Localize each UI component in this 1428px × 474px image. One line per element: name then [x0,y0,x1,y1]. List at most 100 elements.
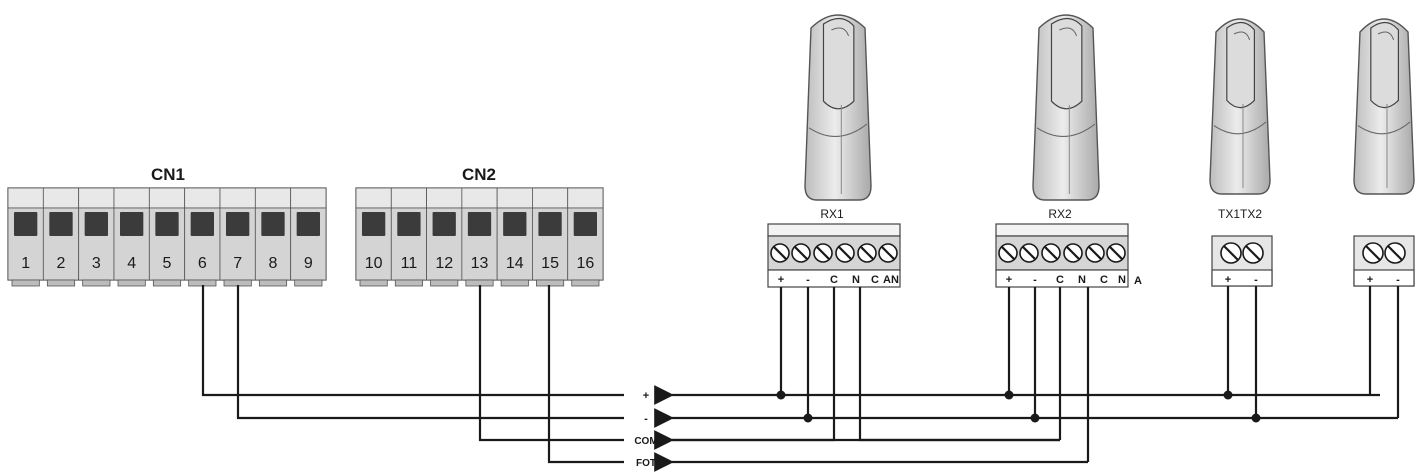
screw-terminal [791,243,811,263]
junction-dot [803,413,813,423]
screw-terminal [1085,243,1105,263]
bus-fot-label: FOT [636,458,656,469]
tx2-pin-label: - [1396,274,1400,286]
cn1-terminal-number: 9 [304,255,313,272]
cn2-terminals: 10 11 12 13 14 15 16 [355,187,604,287]
screw-terminal [998,243,1018,263]
cn2-label: CN2 [462,165,496,184]
rx1-pin-label: C [871,274,879,286]
cn1-terminal-number: 6 [198,255,207,272]
screw-terminal [1106,243,1126,263]
tx2-pin-labels: +- [1367,274,1400,286]
junction-dots [776,390,1261,423]
cn1-terminal: 5 [148,187,186,287]
tx1-pin-label: + [1225,274,1231,286]
screw-terminal [835,243,855,263]
cn2-terminal-number: 12 [435,255,453,272]
cn1-terminal-number: 4 [127,255,136,272]
rx2-screws [998,243,1126,263]
junction-dot [1223,390,1233,400]
cn1-terminal-number: 3 [92,255,101,272]
cn1-terminal-number: 5 [163,255,172,272]
junction-dot [776,390,786,400]
junction-dot [1251,413,1261,423]
cn2-terminal: 15 [532,187,569,287]
cn2-terminal: 14 [496,187,533,287]
screw-terminal [1362,242,1384,264]
cn2-terminal: 11 [390,187,427,287]
cn1-terminal: 7 [219,187,256,287]
rx2-pin-label: C [1056,274,1064,286]
wire-cn2-15 [547,285,624,464]
rx2-pin-label: N [1078,274,1086,286]
rx2-pin-label: - [1033,274,1037,286]
wire-cn1-7 [236,285,624,420]
cn1-terminal-number: 2 [57,255,66,272]
rx2-pin-label: C [1100,274,1108,286]
tx-label: TX1TX2 [1218,207,1262,221]
tx1-terminal-board: +- [1211,235,1273,287]
cn2-terminal: 16 [567,187,604,287]
tx2-pin-label: + [1367,274,1373,286]
tx1-pin-label: - [1254,274,1258,286]
cn2-terminal-number: 14 [506,255,524,272]
screw-terminal [1019,243,1039,263]
screw-terminal [857,243,877,263]
cn2-block: CN2 10 11 12 13 14 15 16 [355,165,604,287]
cn1-terminal: 9 [290,187,327,287]
rx1-pin-label: - [806,274,810,286]
screw-terminal [1063,243,1083,263]
rx1-screws [770,243,898,263]
wire-cn2-13 [478,285,624,442]
cn1-terminal: 2 [42,187,80,287]
cn1-terminal: 3 [78,187,115,287]
screw-terminal [1041,243,1061,263]
cn1-terminal: 4 [113,187,150,287]
photocell-sensors [804,14,1415,201]
screw-terminal [813,243,833,263]
rx1-pin-label: AN [883,274,899,286]
tx1-pin-labels: +- [1225,274,1258,286]
bus-plus-label: + [643,390,649,402]
rx1-pin-label: + [778,274,784,286]
wiring: + - COM FOT [201,285,1400,472]
tx1-screws [1220,242,1264,264]
cn1-terminal-number: 7 [233,255,242,272]
cn2-terminal-number: 10 [365,255,383,272]
cn1-terminal-number: 1 [21,255,30,272]
rx1-label: RX1 [820,207,844,221]
wire-rx1-n [858,287,1060,442]
tx2-screws [1362,242,1406,264]
screw-terminal [1242,242,1264,264]
wire-rx1-c [672,287,836,442]
cn2-terminal-number: 15 [541,255,559,272]
cn2-terminal-number: 13 [471,255,489,272]
junction-dot [1004,390,1014,400]
cn1-block: CN1 1 2 3 4 5 6 7 8 9 [7,165,327,287]
bus-com-label: COM [634,436,657,447]
cn2-terminal-number: 11 [401,255,418,272]
bus-minus-label: - [644,413,648,425]
cn1-label: CN1 [151,165,185,184]
tx2-photocell-sensor [1353,18,1415,195]
screw-terminal [770,243,790,263]
junction-dot [1030,413,1040,423]
cn2-terminal: 12 [426,187,463,287]
rx1-photocell-sensor [804,14,872,201]
rx2-extra-pin: A [1134,275,1142,287]
rx2-pin-label: + [1006,274,1012,286]
rx2-pin-label: N [1118,274,1126,286]
cn1-terminal: 6 [184,187,221,287]
rx1-pin-label: C [830,274,838,286]
rx2-label: RX2 [1048,207,1072,221]
cn1-terminal-number: 8 [269,255,278,272]
cn2-terminal: 13 [461,187,498,287]
tx2-terminal-board: +- [1353,235,1415,287]
cn1-terminals: 1 2 3 4 5 6 7 8 9 [7,187,327,287]
cn2-terminal: 10 [355,187,392,287]
